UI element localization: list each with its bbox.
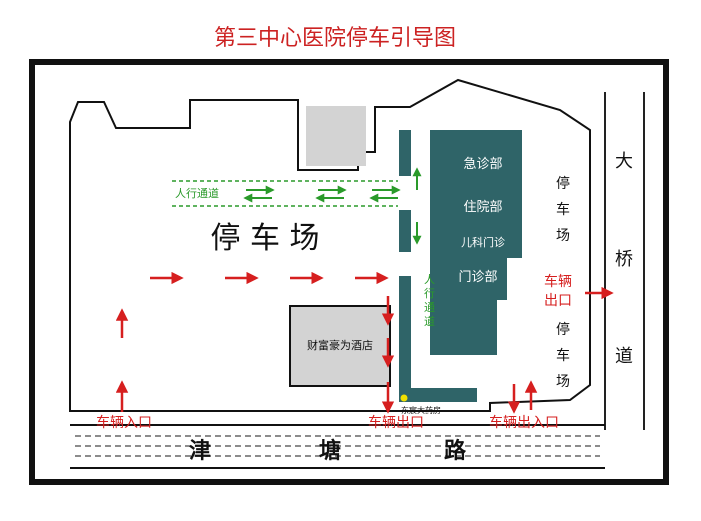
building-strip-3 bbox=[399, 276, 411, 388]
entrance-left-label: 车辆入口 bbox=[96, 414, 152, 431]
svg-text:道: 道 bbox=[424, 314, 435, 328]
road-name-bottom: 津 塘 路 bbox=[189, 438, 467, 464]
svg-text:桥: 桥 bbox=[615, 249, 633, 270]
right-exit-label-line1: 车辆 bbox=[544, 273, 572, 290]
building-strip-2 bbox=[399, 210, 411, 252]
hotel-building bbox=[289, 305, 391, 387]
svg-text:停: 停 bbox=[556, 175, 570, 192]
map-title: 第三中心医院停车引导图 bbox=[214, 26, 456, 51]
pharmacy-marker bbox=[400, 394, 408, 402]
right-parking-label-1: 停 车 场 bbox=[556, 175, 570, 244]
outpatient-label: 门诊部 bbox=[458, 270, 497, 285]
svg-text:车: 车 bbox=[556, 347, 570, 364]
building-bottom-strip bbox=[399, 388, 477, 402]
svg-text:路: 路 bbox=[444, 438, 467, 464]
pedestrian-label-top: 人行通道 bbox=[175, 186, 219, 200]
svg-text:道: 道 bbox=[615, 346, 633, 367]
svg-text:场: 场 bbox=[556, 228, 570, 244]
svg-text:通: 通 bbox=[424, 301, 435, 314]
hospital-main-building bbox=[430, 130, 522, 355]
svg-text:大: 大 bbox=[615, 151, 633, 172]
svg-text:塘: 塘 bbox=[319, 438, 341, 464]
exit-middle-label: 车辆出口 bbox=[368, 414, 424, 431]
outer-frame bbox=[29, 59, 669, 485]
road-name-right: 大 桥 道 bbox=[615, 151, 633, 367]
svg-text:场: 场 bbox=[556, 374, 570, 390]
right-parking-label-2: 停 车 场 bbox=[556, 321, 570, 390]
hotel-label: 财富豪为酒店 bbox=[307, 338, 373, 352]
parking-main-label: 停 车 场 bbox=[210, 221, 319, 256]
svg-text:停: 停 bbox=[556, 321, 570, 338]
svg-text:行: 行 bbox=[424, 287, 435, 300]
pedestrian-label-vertical: 人 行 通 道 bbox=[424, 273, 435, 328]
pediatrics-label: 儿科门诊 bbox=[461, 235, 505, 249]
inpatient-label: 住院部 bbox=[463, 200, 502, 215]
entrance-exit-right-label: 车辆出入口 bbox=[489, 414, 559, 431]
right-exit-label-line2: 出口 bbox=[544, 293, 572, 309]
svg-text:车: 车 bbox=[556, 201, 570, 218]
svg-text:津: 津 bbox=[189, 438, 211, 464]
svg-text:人: 人 bbox=[424, 273, 435, 286]
gray-building-top bbox=[306, 106, 366, 166]
building-strip-1 bbox=[399, 130, 411, 176]
pharmacy-label: 东宸大药房 bbox=[401, 405, 441, 415]
emergency-label: 急诊部 bbox=[463, 157, 502, 172]
